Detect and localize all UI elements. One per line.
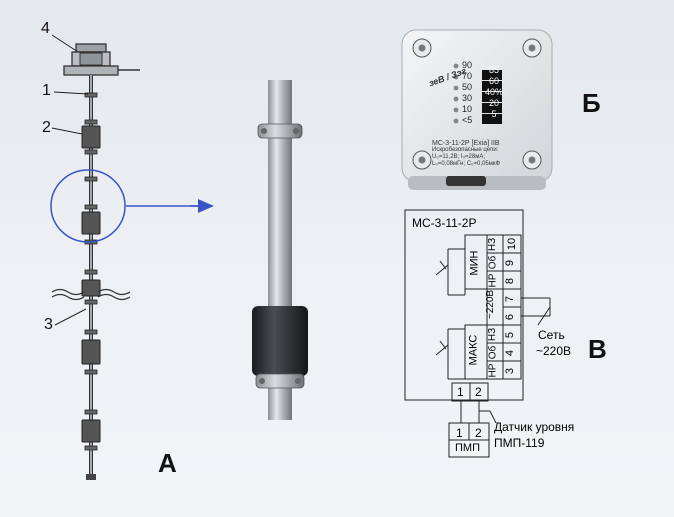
rod-closeup-photo (252, 80, 308, 420)
liquid-level-line (51, 288, 131, 296)
level-num: 70 (462, 71, 473, 81)
level-num: 50 (462, 82, 473, 92)
level-pct: 20 (488, 98, 499, 108)
level-num: <5 (462, 115, 473, 125)
sensor-label: Датчик уровня (494, 420, 575, 434)
figure-label-b: Б (582, 88, 601, 118)
spec-line: Искробезопасные цепи: (432, 147, 499, 153)
terminal-num: 6 (504, 313, 517, 321)
pmp-name: ПМП (455, 442, 480, 454)
terminal-num: 4 (504, 349, 517, 357)
part-label-1: 1 (42, 82, 51, 99)
terminal-num: 10 (506, 237, 519, 251)
relay-min-label: МИН (468, 250, 481, 276)
label-nr-lower: НР (487, 363, 499, 378)
label-supply: ~220В (485, 289, 497, 320)
label-nz-lower: НЗ (487, 327, 499, 342)
pmp-terminal-1: 1 (456, 426, 463, 440)
terminal-num: 8 (504, 277, 517, 285)
io-terminal-2: 2 (475, 385, 482, 399)
part-label-4: 4 (41, 20, 50, 37)
spec-line: L₀=0,08мГн; C₀=0,05мкФ (432, 161, 501, 167)
contact-labels: НЗ Об НР ~220В НЗ Об НР (485, 235, 503, 379)
level-num: 30 (462, 93, 473, 103)
terminal-num: 3 (504, 367, 517, 375)
terminal-num: 7 (504, 295, 517, 303)
sensor-model: ПМП-119 (494, 436, 545, 450)
terminal-num: 5 (504, 331, 517, 339)
terminal-num: 9 (504, 259, 517, 267)
level-num: 10 (462, 104, 473, 114)
level-sensor-drawing (50, 34, 198, 480)
schematic-title: МС-3-11-2Р (412, 216, 477, 230)
relay-device-photo (401, 29, 553, 190)
figure-label-a: А (158, 448, 177, 478)
terminal-numbers: 10 9 8 7 6 5 4 3 (503, 235, 521, 379)
label-nz-upper: НЗ (487, 237, 499, 252)
float-closeup (252, 306, 308, 376)
float (81, 125, 101, 443)
part-label-2: 2 (42, 119, 51, 136)
device-spec-text: МС-3-11-2Р [Exia] IIB Искробезопасные це… (432, 140, 542, 168)
pmp-terminal-2: 2 (475, 426, 482, 440)
spec-line: U₀=11,2В; I₀=28мА; (432, 154, 486, 160)
network-label: Сеть (538, 328, 565, 342)
sensor-head (63, 43, 140, 76)
label-nr-upper: НР (487, 273, 499, 288)
leader-lines (51, 34, 89, 326)
zoom-circle (50, 169, 126, 243)
wiring-schematic (404, 209, 551, 458)
label-ob-lower: Об (487, 345, 499, 360)
level-pct: 40% (485, 87, 504, 97)
part-label-3: 3 (44, 316, 53, 333)
figure-label-v: В (588, 334, 607, 364)
zoom-arrow-icon (190, 199, 214, 213)
label-ob-upper: Об (487, 255, 499, 270)
relay-max-label: МАКС (467, 334, 480, 366)
level-pct: 85 (488, 65, 499, 75)
level-pct: 60 (488, 76, 499, 86)
network-voltage: ~220В (536, 344, 572, 358)
level-num: 90 (462, 60, 473, 70)
model-line: МС-3-11-2Р [Exia] IIB (432, 140, 500, 147)
io-terminal-1: 1 (457, 385, 464, 399)
level-pct: 5 (491, 109, 497, 119)
